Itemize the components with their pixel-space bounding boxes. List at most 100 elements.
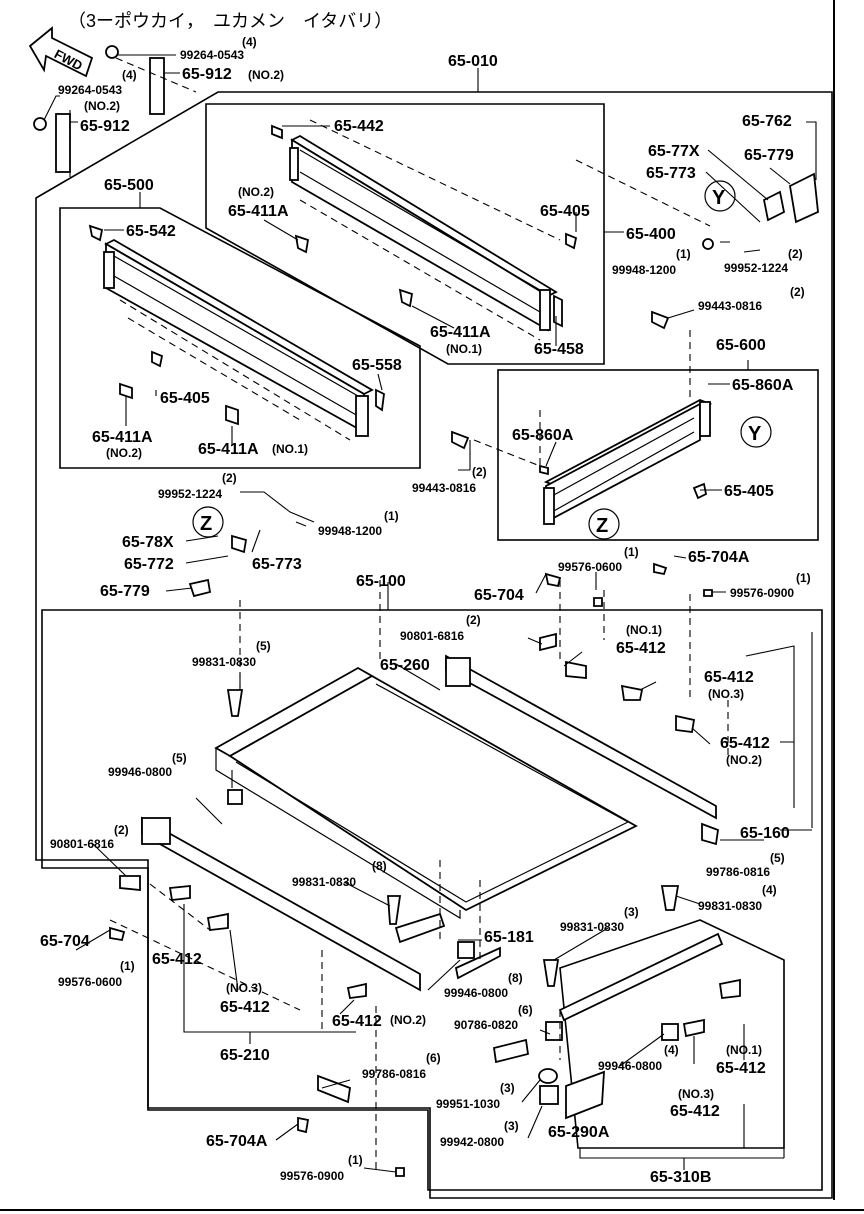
qty-99948-top: (1) bbox=[676, 247, 691, 261]
part-65-500: 65-500 bbox=[104, 177, 154, 194]
note-65-411A-left-no1: (NO.1) bbox=[272, 442, 308, 456]
part-65-411A-mid: 65-411A bbox=[430, 324, 491, 341]
part-99948-1200-top: 99948-1200 bbox=[612, 263, 676, 277]
qty-99946-a: (5) bbox=[172, 751, 187, 765]
qty-99951-1030: (3) bbox=[500, 1081, 515, 1095]
fastener-shapes bbox=[33, 45, 819, 1177]
callout-z-left: Z bbox=[192, 506, 224, 538]
part-99264-0543-b: 99264-0543 bbox=[58, 83, 122, 97]
fwd-arrow-icon: FWD bbox=[28, 26, 94, 78]
part-65-411A-left-no2: 65-411A bbox=[92, 429, 153, 446]
labels-65-400: 65-442 (NO.2) 65-411A 65-405 65-400 65-4… bbox=[228, 118, 676, 358]
qty-90801-6816-left: (2) bbox=[114, 823, 129, 837]
note-65-411A-top: (NO.2) bbox=[238, 185, 274, 199]
note-65-412-no1-top: (NO.1) bbox=[626, 623, 662, 637]
assembly-frame-65-500 bbox=[59, 207, 421, 469]
labels-65-500: 65-500 65-542 65-558 65-405 65-411A (NO.… bbox=[92, 177, 402, 460]
part-99951-1030: 99951-1030 bbox=[436, 1097, 500, 1111]
qty-90786-0820: (6) bbox=[518, 1003, 533, 1017]
part-65-458: 65-458 bbox=[534, 341, 584, 358]
labels-bottom: (6) 99786-0816 (3) 99951-1030 (3) 99942-… bbox=[206, 1051, 711, 1186]
assembly-frame-65-400 bbox=[205, 103, 605, 365]
note-65-412-no1-right: (NO.1) bbox=[726, 1043, 762, 1057]
part-99786-0816-right: 99786-0816 bbox=[706, 865, 770, 879]
assembly-frame-65-100 bbox=[41, 609, 823, 1191]
part-65-704A-top: 65-704A bbox=[688, 549, 750, 566]
labels-65-100-left: (5) 99831-0830 65-260 (5) 99946-0800 (2)… bbox=[50, 639, 430, 851]
part-65-860A-right: 65-860A bbox=[732, 377, 794, 394]
part-65-160: 65-160 bbox=[740, 825, 790, 842]
part-65-704A-bottom: 65-704A bbox=[206, 1133, 268, 1150]
part-65-912-b: 65-912 bbox=[80, 118, 130, 135]
part-65-400: 65-400 bbox=[626, 226, 676, 243]
part-65-100: 65-100 bbox=[356, 573, 406, 590]
part-65-779-left: 65-779 bbox=[100, 583, 150, 600]
qty-99576-0900-top: (1) bbox=[796, 571, 811, 585]
part-65-912-a: 65-912 bbox=[182, 66, 232, 83]
part-99576-0600-left: 99576-0600 bbox=[58, 975, 122, 989]
part-65-773-left: 65-773 bbox=[252, 556, 302, 573]
labels-65-600: (2) 99443-0816 65-600 65-860A 65-860A 65… bbox=[412, 285, 805, 500]
part-65-860A-left: 65-860A bbox=[512, 427, 574, 444]
part-65-412-no1-top: 65-412 bbox=[616, 640, 666, 657]
qty-99786-bottom: (6) bbox=[426, 1051, 441, 1065]
note-65-412-no3-right: (NO.3) bbox=[678, 1087, 714, 1101]
svg-text:Z: Z bbox=[596, 515, 608, 537]
qty-99952-top: (2) bbox=[788, 247, 803, 261]
part-65-773-top: 65-773 bbox=[646, 165, 696, 182]
assembly-frame-65-600 bbox=[497, 369, 819, 541]
guide-lines bbox=[69, 57, 729, 1170]
qty-99576-0900-bottom: (1) bbox=[348, 1153, 363, 1167]
note-65-412-no2-top: (NO.2) bbox=[726, 753, 762, 767]
part-99831-0830-a: 99831-0830 bbox=[192, 655, 256, 669]
part-65-310B: 65-310B bbox=[650, 1169, 711, 1186]
labels-top-right: 65-762 65-77X 65-779 65-773 (1) 99948-12… bbox=[612, 113, 803, 277]
labels-65-100-top: 65-100 (1) 99576-0600 65-704 65-704A (1)… bbox=[356, 545, 811, 767]
svg-text:Z: Z bbox=[200, 513, 212, 535]
qty-90801-6816-top: (2) bbox=[466, 613, 481, 627]
labels-top-left: (4) 99264-0543 (4) 65-912 (NO.2) 99264-0… bbox=[58, 35, 498, 135]
part-65-210: 65-210 bbox=[220, 1047, 270, 1064]
part-65-412-no3-left: 65-412 bbox=[220, 999, 270, 1016]
part-99576-0600-top: 99576-0600 bbox=[558, 560, 622, 574]
part-65-762: 65-762 bbox=[742, 113, 792, 130]
leader-lines bbox=[43, 54, 817, 1173]
part-65-78X: 65-78X bbox=[122, 534, 174, 551]
svg-text:Y: Y bbox=[712, 187, 726, 209]
gate-panel-65-600 bbox=[539, 399, 713, 525]
part-99831-0830-d: 99831-0830 bbox=[560, 920, 624, 934]
note-65-412-no3-top: (NO.3) bbox=[708, 687, 744, 701]
qty-99576-0600-left: (1) bbox=[120, 959, 135, 973]
qty-99576-0600-top: (1) bbox=[624, 545, 639, 559]
part-65-290A: 65-290A bbox=[548, 1124, 610, 1141]
part-99948-1200-left: 99948-1200 bbox=[318, 524, 382, 538]
part-65-412-no3-right: 65-412 bbox=[670, 1103, 720, 1120]
part-65-442: 65-442 bbox=[334, 118, 384, 135]
part-99786-0816-bottom: 99786-0816 bbox=[362, 1067, 426, 1081]
qty-99443-right: (2) bbox=[790, 285, 805, 299]
callout-y-top: Y bbox=[704, 180, 736, 212]
qty-99443-left: (2) bbox=[472, 465, 487, 479]
part-99443-0816-left: 99443-0816 bbox=[412, 481, 476, 495]
note-99264-0543-b: (NO.2) bbox=[84, 99, 120, 113]
part-99264-0543-a: 99264-0543 bbox=[180, 48, 244, 62]
callout-z-right: Z bbox=[588, 508, 620, 540]
qty-99264-a: (4) bbox=[242, 35, 257, 49]
qty-99942-0800: (3) bbox=[504, 1119, 519, 1133]
part-65-412-no2-left: 65-412 bbox=[332, 1013, 382, 1030]
part-99952-1224-top: 99952-1224 bbox=[724, 261, 788, 275]
note-65-912-a: (NO.2) bbox=[248, 68, 284, 82]
part-65-412-no1-left: 65-412 bbox=[152, 951, 202, 968]
part-99942-0800: 99942-0800 bbox=[440, 1135, 504, 1149]
note-65-411A-mid: (NO.1) bbox=[446, 342, 482, 356]
svg-text:Y: Y bbox=[748, 423, 762, 445]
qty-99952-left: (2) bbox=[222, 471, 237, 485]
part-65-411A-top: 65-411A bbox=[228, 203, 289, 220]
qty-99831-b: (8) bbox=[372, 859, 387, 873]
part-65-542: 65-542 bbox=[126, 223, 176, 240]
labels-bottom-left: 65-704 (1) 99576-0600 65-412 (NO.3) 65-4… bbox=[40, 933, 426, 1064]
part-99946-0800-a: 99946-0800 bbox=[108, 765, 172, 779]
part-99576-0900-top: 99576-0900 bbox=[730, 586, 794, 600]
part-90801-6816-top: 90801-6816 bbox=[400, 629, 464, 643]
